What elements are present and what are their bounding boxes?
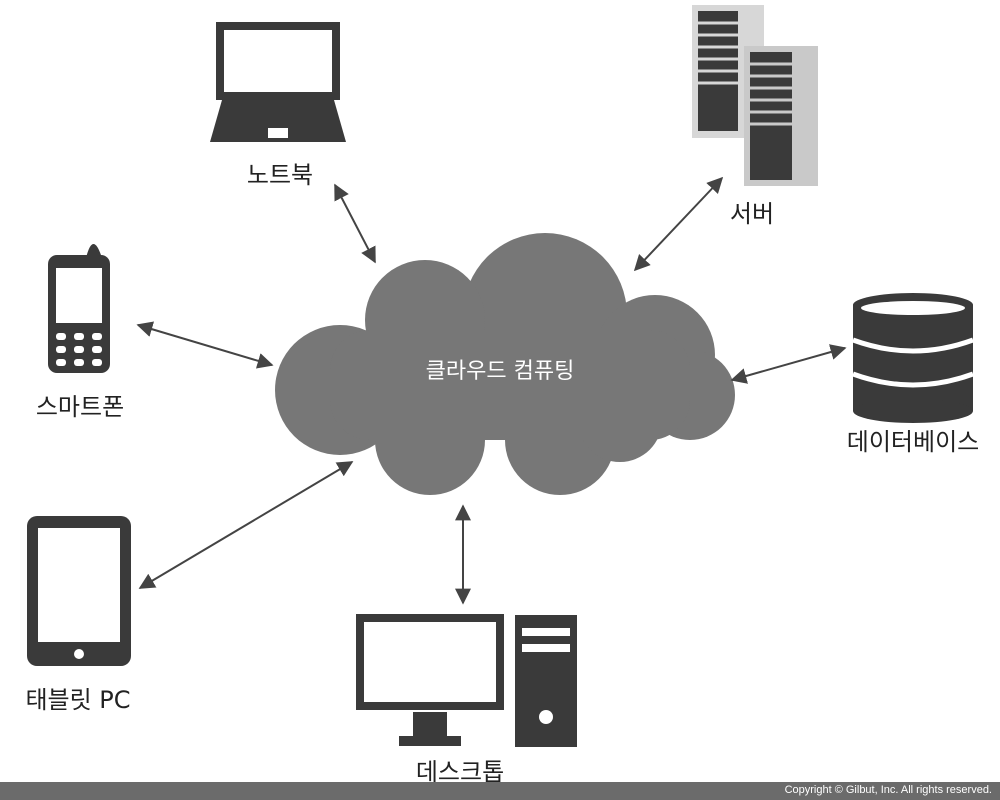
smartphone-label: 스마트폰 [36,393,124,421]
desktop-label: 데스크톱 [416,758,504,782]
desktop-computer-icon [356,614,577,747]
arrow-notebook [334,183,376,264]
tablet-label: 태블릿 PC [25,686,130,714]
arrow-database [730,344,847,384]
footer-bar: Copyright © Gilbut, Inc. All rights rese… [0,782,1000,800]
database-label: 데이터베이스 [847,428,979,456]
arrow-tablet [138,461,354,589]
cloud-label: 클라우드 컴퓨팅 [426,359,575,384]
database-icon [852,293,974,423]
cloud-computing-diagram: 클라우드 컴퓨팅 노트북 [25,5,979,782]
server-icon [692,5,818,186]
server-label: 서버 [730,200,774,228]
laptop-icon [210,22,346,142]
mobile-phone-icon [48,244,110,373]
cloud-shape [275,233,735,495]
connection-arrows [136,176,847,605]
copyright-text: Copyright © Gilbut, Inc. All rights rese… [784,784,992,796]
tablet-icon [27,516,131,666]
notebook-label: 노트북 [247,161,313,189]
arrow-server [633,176,724,272]
arrow-smartphone [136,321,274,369]
